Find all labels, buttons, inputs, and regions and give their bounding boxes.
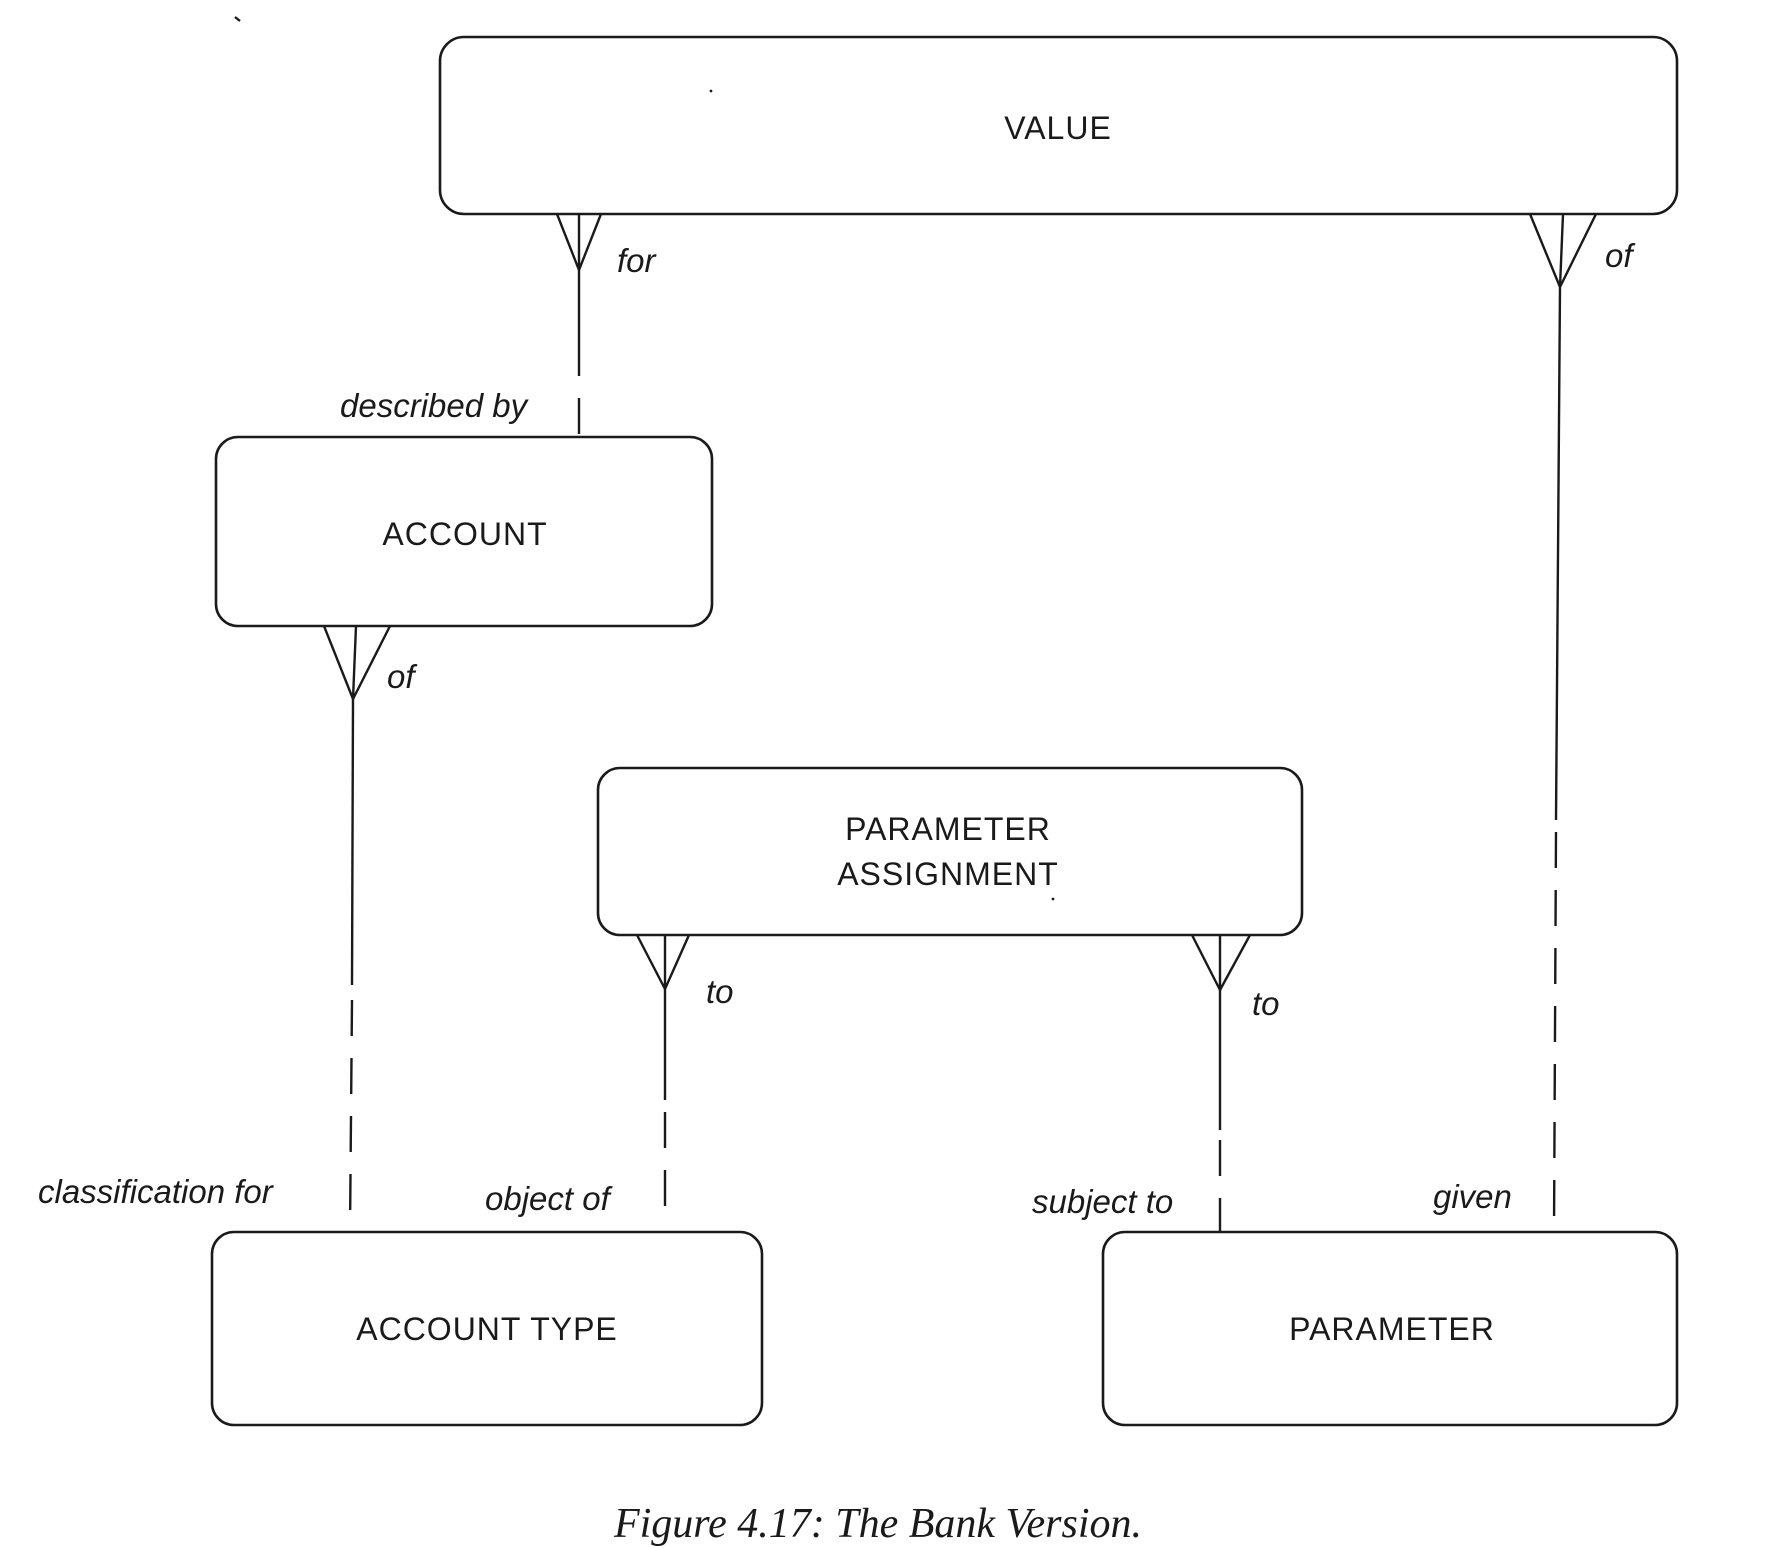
scan-dot [709,89,713,93]
label-for: for [617,242,658,279]
relationship-assignment-parameter: to subject to [1032,934,1280,1232]
entity-parameter-assignment: PARAMETER ASSIGNMENT [596,766,1304,937]
entity-value: VALUE [438,35,1679,216]
entity-parameter-label: PARAMETER [1289,1311,1495,1347]
entity-parameter-assignment-label-2: ASSIGNMENT [837,856,1059,892]
entity-parameter: PARAMETER [1101,1230,1679,1427]
scan-dot [1051,897,1055,901]
label-subject-to: subject to [1032,1183,1173,1220]
entity-account-type-label: ACCOUNT TYPE [356,1311,618,1347]
relationship-value-account: for described by [340,213,658,437]
label-of-value: of [1605,237,1636,274]
crows-foot-value-parameter [1528,213,1598,289]
label-described-by: described by [340,387,530,424]
crows-foot-assignment-accounttype [635,934,691,991]
entity-value-label: VALUE [1004,110,1112,146]
entity-account-label: ACCOUNT [382,516,547,552]
crows-foot-value-account [555,213,603,272]
entity-account-type: ACCOUNT TYPE [210,1230,764,1427]
label-of-account: of [387,658,418,695]
label-object-of: object of [485,1180,614,1217]
entity-parameter-assignment-label-1: PARAMETER [845,811,1051,847]
label-to-parameter: to [1252,985,1280,1022]
label-to-accounttype: to [706,973,734,1010]
relationship-value-parameter: of given [1433,213,1636,1233]
relationship-account-accounttype: of classification for [38,625,418,1233]
figure-caption: Figure 4.17: The Bank Version. [613,1501,1142,1547]
entity-account: ACCOUNT [214,435,714,628]
crows-foot-account-accounttype [322,625,392,701]
scan-mark [234,16,241,22]
relationship-assignment-accounttype: to object of [485,934,734,1220]
label-classification-for: classification for [38,1173,275,1210]
crows-foot-assignment-parameter [1190,934,1252,992]
label-given: given [1433,1178,1512,1215]
